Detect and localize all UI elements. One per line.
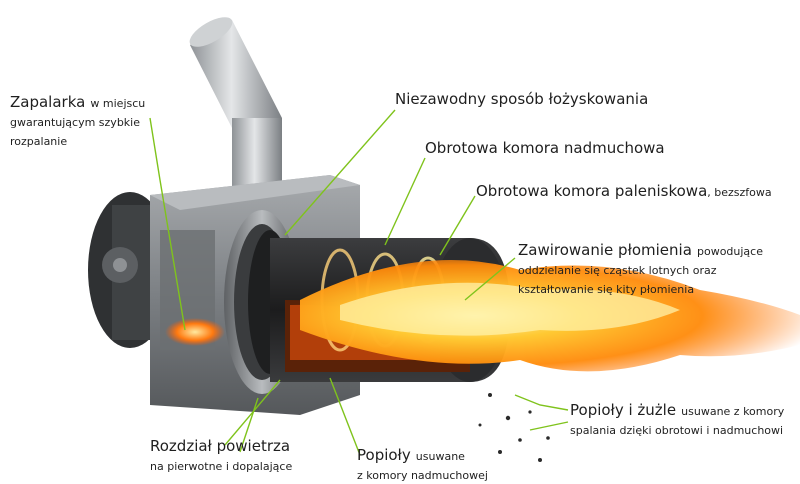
label-zawirowanie-line3: kształtowanie się kity płomienia [518, 283, 695, 297]
label-komora-nadmuchowa: Obrotowa komora nadmuchowa [425, 138, 665, 157]
label-popioly-line2: z komory nadmuchowej [357, 469, 488, 483]
label-popioly-zuzle-title: Popioły i żużle [570, 401, 677, 419]
leader-lines [149, 109, 569, 456]
label-komora-paleniskowa: Obrotowa komora paleniskowa, bezszfowa [476, 181, 772, 200]
label-zapalarka-title: Zapalarka [10, 93, 86, 111]
label-zapalarka-line3: rozpalanie [10, 135, 68, 149]
flame [300, 260, 800, 372]
label-komora-paleniskowa-title: Obrotowa komora paleniskowa [476, 182, 708, 200]
feed-pipe [189, 17, 282, 228]
label-zawirowanie-title: Zawirowanie płomienia [518, 241, 692, 259]
label-rozdzial-title: Rozdział powietrza [150, 437, 291, 455]
label-lozyskowanie: Niezawodny sposób łożyskowania [395, 89, 648, 108]
label-lozyskowanie-title: Niezawodny sposób łożyskowania [395, 90, 649, 108]
label-komora-nadmuchowa-title: Obrotowa komora nadmuchowa [425, 139, 665, 157]
label-popioly-zuzle: Popioły i żużle usuwane z komory spalani… [570, 400, 784, 438]
label-popioly-zuzle-line2: spalania dzięki obrotowi i nadmuchowi [570, 424, 784, 438]
label-komora-paleniskowa-suffix: , bezszfowa [707, 186, 772, 199]
ash-particles [478, 393, 550, 462]
label-rozdzial: Rozdział powietrza na pierwotne i dopala… [150, 436, 292, 474]
label-zawirowanie-suffix: powodujące [696, 245, 763, 258]
label-popioly-suffix: usuwane [415, 450, 465, 463]
label-rozdzial-line2: na pierwotne i dopalające [150, 460, 293, 474]
label-zapalarka: Zapalarka w miejscu gwarantującym szybki… [10, 92, 145, 150]
label-zawirowanie: Zawirowanie płomienia powodujące oddziel… [518, 240, 763, 298]
label-popioly: Popioły usuwane z komory nadmuchowej [357, 445, 488, 483]
label-zawirowanie-line2: oddzielanie się cząstek lotnych oraz [518, 264, 717, 278]
label-popioly-zuzle-suffix: usuwane z komory [681, 405, 785, 418]
label-popioly-title: Popioły [357, 446, 411, 464]
label-zapalarka-suffix: w miejscu [90, 97, 146, 110]
label-zapalarka-line2: gwarantującym szybkie [10, 116, 140, 130]
